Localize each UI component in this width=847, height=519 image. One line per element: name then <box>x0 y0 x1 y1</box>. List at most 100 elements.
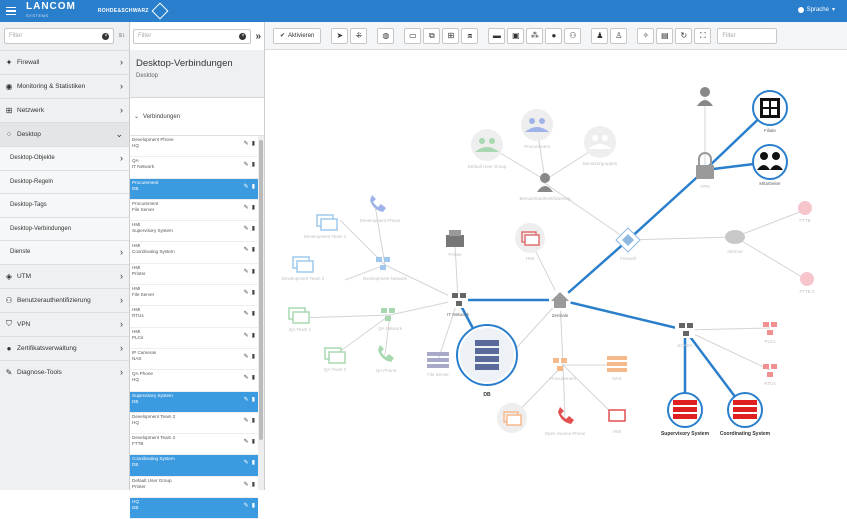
node-procurement-group[interactable]: Procurement <box>521 109 553 149</box>
save-button[interactable]: ▤ <box>656 27 674 44</box>
select-tool-button[interactable]: ➤ <box>331 27 349 44</box>
magic-wand-button[interactable]: ✧ <box>637 27 655 44</box>
connect-tool-button[interactable]: ⁜ <box>350 27 368 44</box>
edit-icon[interactable]: ✎ <box>243 311 249 318</box>
clear-filter-icon[interactable]: × <box>102 32 110 40</box>
sidebar-item-desktop[interactable]: ⁘ Desktop ⌄ <box>0 122 129 146</box>
add-hosts-button[interactable]: ⧉ <box>423 27 441 44</box>
language-selector[interactable]: Sprache ▾ <box>797 6 835 13</box>
edit-icon[interactable]: ✎ <box>243 141 249 147</box>
trash-icon[interactable]: ▮ <box>251 141 255 147</box>
node-procurement[interactable]: Procurement <box>550 358 577 381</box>
node-dev-team2[interactable]: Development Team 2 <box>282 256 325 281</box>
graph-filter-input[interactable]: Filter <box>717 27 778 44</box>
network-graph[interactable]: Zentrale IT Network Firewall VPN Interne… <box>265 50 847 490</box>
trash-icon[interactable]: ▮ <box>251 375 255 382</box>
sidebar-item-firewall[interactable]: ✦ Firewall › <box>0 50 129 74</box>
node-dev-network[interactable]: Development Network <box>363 257 408 281</box>
node-file-server[interactable]: File Server <box>427 352 449 377</box>
node-fttb2[interactable]: FTTB 2 <box>799 272 815 294</box>
graph-canvas[interactable]: Zentrale IT Network Firewall VPN Interne… <box>265 50 847 490</box>
sidebar-item-vpn[interactable]: ⛉ VPN › <box>0 311 129 336</box>
menu-icon[interactable] <box>0 0 22 22</box>
add-persons-button[interactable]: ♙ <box>610 27 628 44</box>
trash-icon[interactable]: ▮ <box>251 439 255 446</box>
node-dev-team1[interactable]: Development Team 1 <box>304 214 347 239</box>
list-scrollbar[interactable] <box>258 136 264 490</box>
node-user-groups[interactable]: Benutzergruppen <box>583 126 618 166</box>
edit-icon[interactable]: ✎ <box>243 226 249 233</box>
trash-icon[interactable]: ▮ <box>251 417 255 424</box>
node-qa-phone[interactable]: QA Phone <box>376 345 397 373</box>
edit-icon[interactable]: ✎ <box>243 503 249 510</box>
node-user-auth[interactable]: Benutzerauthentifizierung <box>519 173 571 201</box>
sidebar-item-network[interactable]: ⊞ Netzwerk › <box>0 98 129 122</box>
trash-icon[interactable]: ▮ <box>251 311 255 318</box>
sidebar-filter-input[interactable]: Filter × <box>4 28 115 44</box>
edit-icon[interactable]: ✎ <box>243 417 249 424</box>
sidebar-item-user-auth[interactable]: ⚇ Benutzerauthentifizierung › <box>0 287 129 312</box>
add-user-group-button[interactable]: ⚇ <box>564 27 582 44</box>
trash-icon[interactable]: ▮ <box>251 268 255 275</box>
node-plcs[interactable]: PLCs <box>763 322 777 344</box>
edit-icon[interactable]: ✎ <box>243 396 249 403</box>
trash-icon[interactable]: ▮ <box>251 396 255 403</box>
edit-icon[interactable]: ✎ <box>243 183 249 190</box>
node-default-group[interactable]: Default User Group <box>468 129 507 169</box>
trash-icon[interactable]: ▮ <box>251 290 255 297</box>
node-scada[interactable]: SCADA <box>675 322 695 348</box>
sidebar-item-utm[interactable]: ◈ UTM › <box>0 263 129 288</box>
sidebar-subitem-desktop-rules[interactable]: Desktop-Regeln <box>0 169 129 193</box>
add-laptop-button[interactable]: ▬ <box>488 27 506 44</box>
sidebar-subitem-desktop-objects[interactable]: Desktop-Objekte › <box>0 146 129 170</box>
node-internet[interactable]: Internet <box>725 230 745 254</box>
edit-icon[interactable]: ✎ <box>243 481 249 488</box>
globe-tool-button[interactable]: ◍ <box>377 27 395 44</box>
node-hmi-terminal[interactable] <box>497 403 527 433</box>
sidebar-item-certificates[interactable]: ● Zertifikatsverwaltung › <box>0 335 129 360</box>
node-branch[interactable]: Filiale <box>752 90 788 133</box>
sidebar-item-diagnostics[interactable]: ✎ Diagnose-Tools › <box>0 359 129 384</box>
add-networks-button[interactable]: ⧈ <box>461 27 479 44</box>
edit-icon[interactable]: ✎ <box>243 439 249 446</box>
add-device-button[interactable]: ▣ <box>507 27 525 44</box>
trash-icon[interactable]: ▮ <box>251 332 255 339</box>
fit-view-button[interactable]: ⛶ <box>694 27 712 44</box>
node-firewall[interactable]: Firewall <box>615 227 641 261</box>
connections-filter-input[interactable]: Filter × <box>133 28 252 44</box>
connections-section-header[interactable]: ⌄ Verbindungen <box>130 98 264 136</box>
node-supervisory[interactable]: Supervisory System <box>661 392 710 437</box>
sidebar-subitem-desktop-connections[interactable]: Desktop-Verbindungen <box>0 216 129 240</box>
add-host-button[interactable]: ▭ <box>404 27 422 44</box>
node-qa-team1[interactable]: QA Team 1 <box>288 307 312 332</box>
trash-icon[interactable]: ▮ <box>251 226 255 233</box>
edit-icon[interactable]: ✎ <box>243 353 249 360</box>
edit-icon[interactable]: ✎ <box>243 290 249 297</box>
edit-icon[interactable]: ✎ <box>243 204 249 211</box>
edit-icon[interactable]: ✎ <box>243 332 249 339</box>
node-hq[interactable]: Zentrale <box>549 289 571 318</box>
sort-icon[interactable]: ≡↕ <box>118 33 125 39</box>
add-network-button[interactable]: ⊞ <box>442 27 460 44</box>
trash-icon[interactable]: ▮ <box>251 204 255 211</box>
node-ip-cameras[interactable]: HMI <box>515 223 545 261</box>
node-nas[interactable]: NAS <box>607 356 627 381</box>
sidebar-item-monitoring[interactable]: ◉ Monitoring & Statistiken › <box>0 74 129 98</box>
trash-icon[interactable]: ▮ <box>251 460 255 467</box>
node-it-network[interactable]: IT Network <box>447 292 470 317</box>
node-db[interactable]: DB <box>456 324 518 398</box>
